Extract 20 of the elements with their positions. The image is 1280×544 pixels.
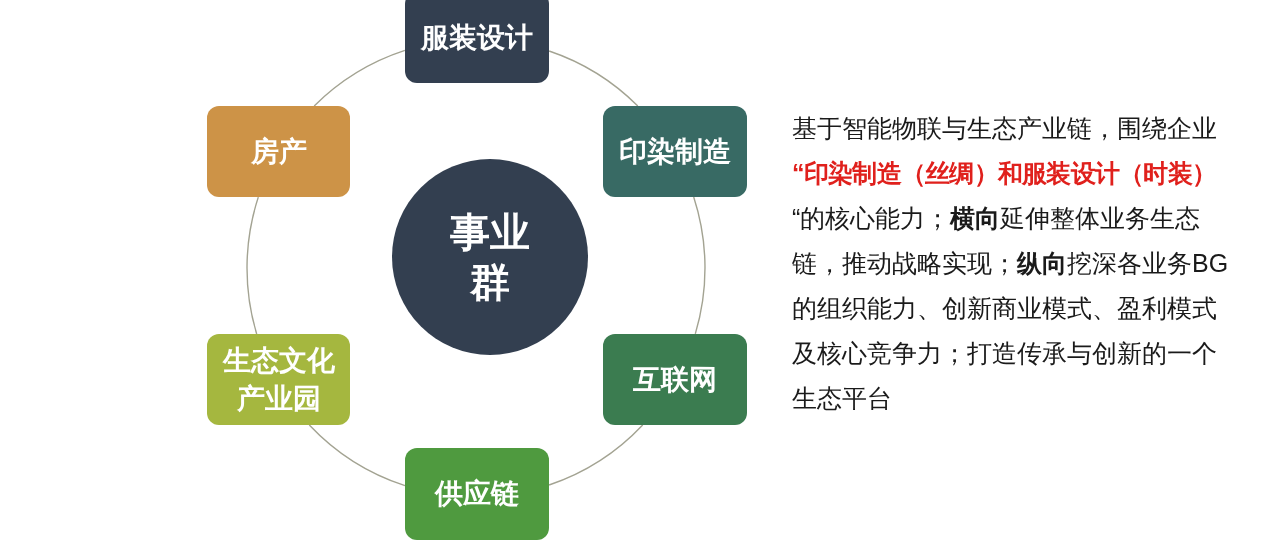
description-paragraph: 基于智能物联与生态产业链，围绕企业“印染制造（丝绸）和服装设计（时装）“的核心能力；横向延伸整体业务生态链，推动战略实现；纵向挖深各业务BG的组织能力、创新商业模式、盈利模式及核心竞争力；打造传承与创新的一个生态平台 <box>792 113 1230 414</box>
business-label: 服装设计 <box>420 20 534 55</box>
business-box <box>207 106 350 197</box>
ring-arc <box>693 196 706 335</box>
business-label: 印染制造 <box>618 134 732 169</box>
business-box <box>405 448 549 540</box>
ring-arc <box>246 196 259 335</box>
business-label: 生态文化产业园 <box>221 343 336 416</box>
ring-arc <box>313 49 406 107</box>
business-label: 供应链 <box>433 477 520 511</box>
business-box <box>603 334 747 425</box>
ring-arc <box>308 424 406 487</box>
ring-arc <box>548 424 644 486</box>
business-box <box>207 334 350 425</box>
business-box <box>603 106 747 197</box>
business-label: 房产 <box>249 134 308 169</box>
ring-arc <box>548 50 639 107</box>
business-box <box>405 0 549 83</box>
business-label: 互联网 <box>632 362 718 397</box>
center-label: 事业群 <box>449 209 531 306</box>
